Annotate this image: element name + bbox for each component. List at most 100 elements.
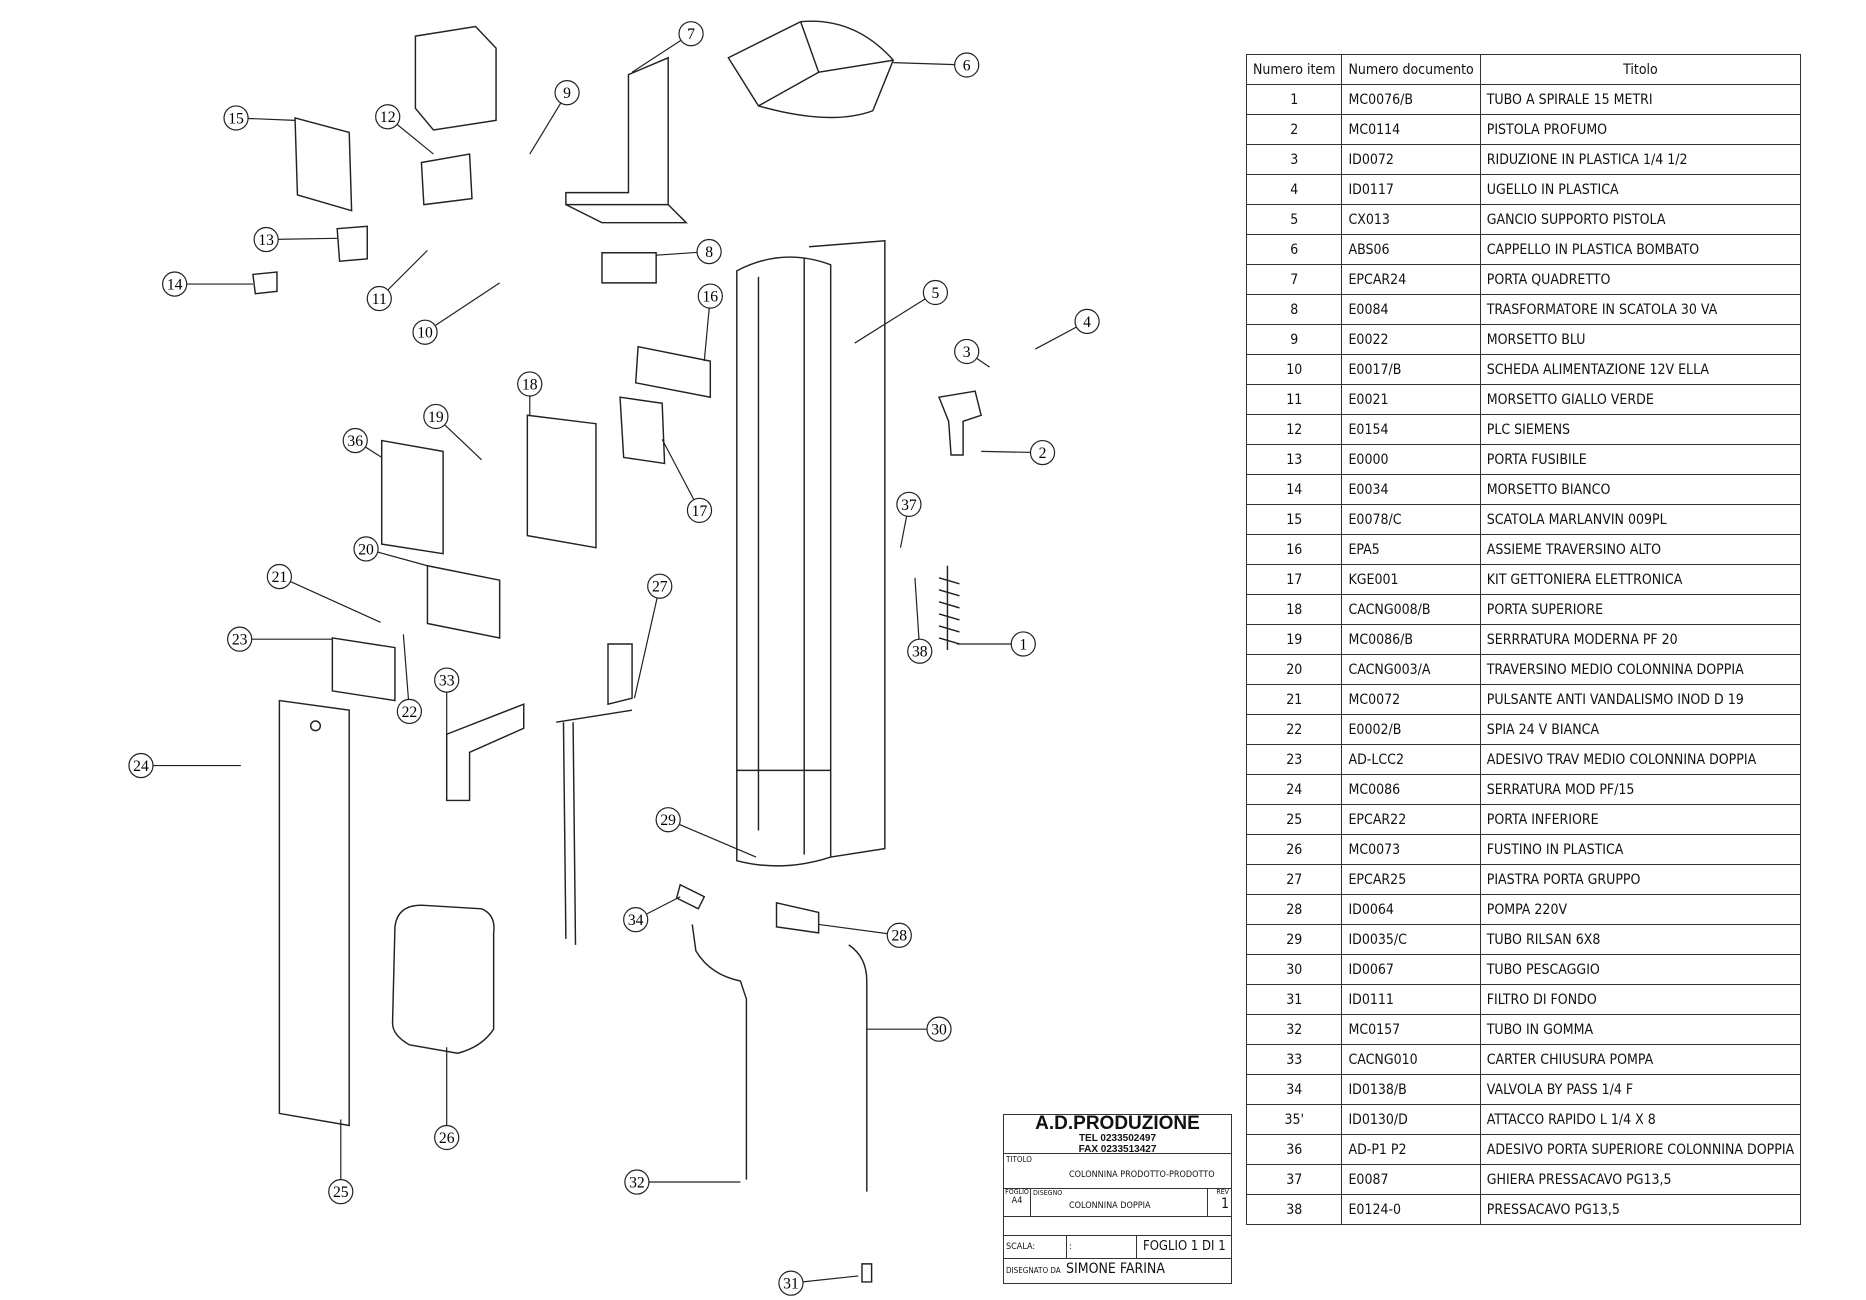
terminal-13 — [336, 225, 368, 262]
balloon-circle — [128, 752, 154, 779]
item-title: ADESIVO TRAV MEDIO COLONNINA DOPPIA — [1479, 744, 1802, 775]
balloon-number: 29 — [660, 812, 676, 829]
callout-balloon: 28 — [886, 922, 912, 948]
callout-balloon: 16 — [697, 283, 723, 309]
item-title: PORTA SUPERIORE — [1479, 594, 1802, 625]
item-title: MORSETTO GIALLO VERDE — [1479, 384, 1802, 415]
item-number: 34 — [1245, 1074, 1343, 1105]
balloon-circle — [778, 1270, 804, 1296]
callout-balloon: 25 — [328, 1179, 354, 1205]
document-number: ID0072 — [1341, 144, 1481, 175]
gun-2 — [938, 390, 983, 456]
document-number: ABS06 — [1341, 234, 1481, 265]
column-body — [736, 256, 832, 867]
balloon-circle — [253, 226, 279, 253]
item-title: SCHEDA ALIMENTAZIONE 12V ELLA — [1479, 354, 1802, 385]
titolo-label: TITOLO — [1006, 1155, 1032, 1164]
terminal-14 — [252, 271, 278, 295]
balloon-number: 18 — [522, 376, 538, 393]
callout-balloon: 9 — [554, 80, 580, 106]
document-number: KGE001 — [1341, 564, 1481, 595]
item-number: 26 — [1245, 834, 1343, 865]
balloon-circle — [342, 427, 368, 454]
balloon-circle — [353, 536, 379, 562]
balloon-circle — [886, 922, 912, 948]
item-title: TUBO A SPIRALE 15 METRI — [1479, 84, 1802, 115]
item-number: 22 — [1245, 714, 1343, 745]
balloon-circle — [954, 52, 980, 78]
item-title: PISTOLA PROFUMO — [1479, 114, 1802, 145]
document-number: MC0114 — [1341, 114, 1481, 145]
item-number: 38 — [1245, 1194, 1343, 1225]
callout-balloon: 20 — [353, 536, 379, 562]
pump-28 — [775, 901, 820, 934]
balloon-number: 31 — [783, 1276, 799, 1293]
header-item: Numero item — [1245, 54, 1343, 85]
item-number: 27 — [1245, 864, 1343, 895]
lid — [727, 20, 895, 119]
item-title: SPIA 24 V BIANCA — [1479, 714, 1802, 745]
item-number: 30 — [1245, 954, 1343, 985]
document-number: MC0076/B — [1341, 84, 1481, 115]
balloon-number: 7 — [687, 26, 695, 43]
item-number: 2 — [1245, 114, 1343, 145]
callout-balloon: 10 — [412, 319, 438, 345]
item-number: 17 — [1245, 564, 1343, 595]
document-number: AD-LCC2 — [1341, 744, 1481, 775]
leader-line — [402, 634, 410, 712]
header-document: Numero documento — [1341, 54, 1481, 85]
balloon-circle — [922, 279, 949, 306]
balloon-number: 15 — [228, 110, 244, 127]
document-number: ID0064 — [1341, 894, 1481, 925]
document-number: E0000 — [1341, 444, 1481, 475]
company-fax: FAX 0233513427 — [1078, 1144, 1157, 1155]
balloon-number: 1 — [1019, 636, 1027, 653]
balloon-number: 5 — [932, 285, 940, 302]
balloon-number: 10 — [417, 325, 433, 342]
item-title: TUBO RILSAN 6X8 — [1479, 924, 1802, 955]
balloon-number: 14 — [167, 276, 183, 293]
item-title: POMPA 220V — [1479, 894, 1802, 925]
document-number: E0087 — [1341, 1164, 1481, 1195]
item-number: 10 — [1245, 354, 1343, 385]
foglio-value: A4 — [1011, 1196, 1023, 1206]
company-tel: TEL 0233502497 — [1078, 1133, 1157, 1144]
disegnato-value: SIMONE FARINA — [1066, 1261, 1165, 1277]
balloon-circle — [696, 238, 722, 265]
company-name: A.D.PRODUZIONE — [1035, 1113, 1200, 1134]
callout-balloon: 23 — [227, 626, 253, 652]
balloon-number: 19 — [428, 409, 444, 426]
disegno-label: DISEGNO — [1033, 1189, 1063, 1197]
foglio-label: FOGLIO — [1005, 1188, 1029, 1196]
item-number: 19 — [1245, 624, 1343, 655]
rev-label: REV — [1216, 1188, 1229, 1196]
item-title: RIDUZIONE IN PLASTICA 1/4 1/2 — [1479, 144, 1802, 175]
item-title: CAPPELLO IN PLASTICA BOMBATO — [1479, 234, 1802, 265]
balloon-number: 4 — [1083, 314, 1091, 331]
document-number: E0017/B — [1341, 354, 1481, 385]
document-number: E0022 — [1341, 324, 1481, 355]
disegnato-label: DISEGNATO DA — [1006, 1266, 1061, 1275]
item-number: 18 — [1245, 594, 1343, 625]
balloon-number: 38 — [912, 644, 928, 661]
item-number: 23 — [1245, 744, 1343, 775]
balloon-circle — [412, 319, 438, 345]
item-title: UGELLO IN PLASTICA — [1479, 174, 1802, 205]
balloon-number: 2 — [1039, 445, 1047, 462]
item-title: PIASTRA PORTA GRUPPO — [1479, 864, 1802, 895]
